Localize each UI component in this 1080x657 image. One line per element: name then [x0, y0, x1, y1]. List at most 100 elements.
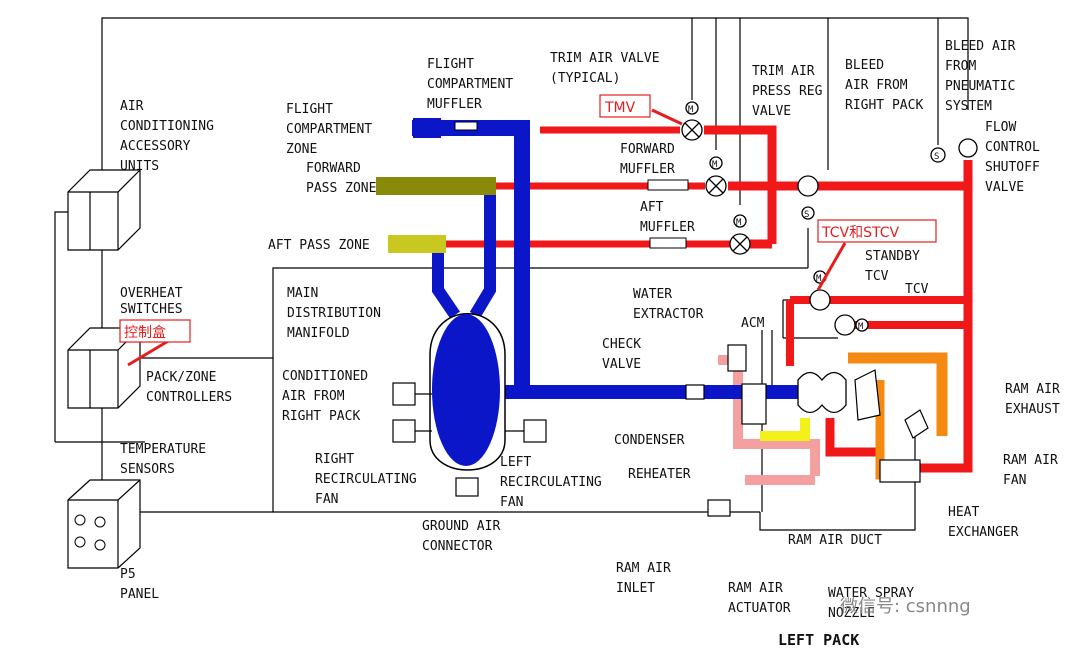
- ram-air-fan-label-line-1: RAM AIR: [1003, 453, 1058, 468]
- bleed-pneumatic-label-line-3: PNEUMATIC: [945, 79, 1015, 94]
- acm-label: ACM: [741, 316, 765, 331]
- ac-accessory-units-label-line-4: UNITS: [120, 159, 159, 174]
- right-recirc-fan-label-line-3: FAN: [315, 492, 338, 507]
- forward-pass-zone-label-line-1: FORWARD: [306, 161, 361, 176]
- main-manifold-label-line-1: MAIN: [287, 286, 318, 301]
- acm-turbine: [797, 371, 847, 414]
- control-box-label: 控制盒: [124, 324, 166, 341]
- ac-accessory-units-label-line-1: AIR: [120, 99, 144, 114]
- svg-text:M: M: [816, 274, 822, 284]
- ground-air-connector-label-line-1: GROUND AIR: [422, 519, 500, 534]
- main-manifold-label-line-2: DISTRIBUTION: [287, 306, 381, 321]
- ram-air-inlet-label-line-2: INLET: [616, 581, 655, 596]
- ram-air-exhaust-label-line-1: RAM AIR: [1005, 382, 1060, 397]
- svg-text:S: S: [804, 210, 809, 220]
- flight-compartment-muffler-label-line-2: COMPARTMENT: [427, 77, 513, 92]
- flow-control-valve-label-line-4: VALVE: [985, 180, 1024, 195]
- flight-compartment-zone-duct: [413, 118, 441, 138]
- ram-air-actuator-label-line-1: RAM AIR: [728, 581, 783, 596]
- forward-muffler-label-line-2: MUFFLER: [620, 162, 675, 177]
- ram-air-duct-label: RAM AIR DUCT: [788, 533, 882, 548]
- temperature-sensors-label-line-2: SENSORS: [120, 462, 175, 477]
- standby-tcv-label-line-2: TCV: [865, 269, 889, 284]
- text-labels: AIR CONDITIONING ACCESSORY UNITS OVERHEATSWI…: [120, 39, 1060, 621]
- forward-pass-zone-label-line-2: PASS ZONE: [306, 181, 376, 196]
- conditioned-air-label-line-1: CONDITIONED: [282, 369, 368, 384]
- trim-air-press-reg-label-line-2: PRESS REG: [752, 84, 823, 99]
- main-manifold-label-line-3: MANIFOLD: [287, 326, 350, 341]
- aft-pass-zone-label: AFT PASS ZONE: [268, 238, 370, 253]
- flight-compartment-muffler-label-line-3: MUFFLER: [427, 97, 482, 112]
- flight-compartment-zone-label-line-3: ZONE: [286, 142, 317, 157]
- conditioned-air-label-line-2: AIR FROM: [282, 389, 345, 404]
- forward-muffler-label-line-1: FORWARD: [620, 142, 675, 157]
- flow-control-valve-label-line-3: SHUTOFF: [985, 160, 1040, 175]
- annotation-boxes: [119, 94, 937, 343]
- left-recirc-fan-label-line-2: RECIRCULATING: [500, 475, 602, 490]
- fans-and-connectors: [392, 344, 929, 517]
- flight-compartment-muffler-label-line-1: FLIGHT: [427, 57, 474, 72]
- ac-accessory-units-label-line-3: ACCESSORY: [120, 139, 191, 154]
- bleed-right-pack-label-line-1: BLEED: [845, 58, 884, 73]
- water-spray-nozzle-label-line-1: WATER SPRAY: [828, 586, 914, 601]
- aft-muffler-label-line-1: AFT: [640, 200, 664, 215]
- flow-control-valve-label-line-1: FLOW: [985, 120, 1016, 135]
- flight-compartment-zone-label-line-2: COMPARTMENT: [286, 122, 372, 137]
- svg-text:M: M: [712, 160, 718, 170]
- pack-zone-controllers-label-line-1: PACK/ZONE: [146, 370, 216, 385]
- left-pack-title: LEFT PACK: [778, 631, 859, 649]
- flow-control-valve-label-line-2: CONTROL: [985, 140, 1040, 155]
- trim-air-valve-label-line-1: TRIM AIR VALVE: [550, 51, 660, 66]
- conditioned-air-label-line-3: RIGHT PACK: [282, 409, 360, 424]
- overheat-switches-label-line-1: OVERHEAT: [120, 286, 183, 301]
- annotation-arrows: [127, 108, 847, 367]
- reheater-label: REHEATER: [628, 467, 691, 482]
- trim-air-valves: [681, 101, 978, 336]
- aft-pass-zone-duct: [388, 235, 446, 253]
- forward-pass-zone-duct: [376, 177, 496, 195]
- trim-air-press-reg-label-line-3: VALVE: [752, 104, 791, 119]
- bleed-pneumatic-label-line-1: BLEED AIR: [945, 39, 1016, 54]
- condenser-label: CONDENSER: [614, 433, 685, 448]
- svg-text:S: S: [934, 152, 939, 162]
- standby-tcv-label-line-1: STANDBY: [865, 249, 920, 264]
- check-valve-label-line-1: CHECK: [602, 337, 641, 352]
- left-units: [67, 169, 141, 569]
- svg-text:M: M: [736, 218, 742, 228]
- right-recirc-fan-label-line-2: RECIRCULATING: [315, 472, 417, 487]
- tcv-stcv-label: TCV和STCV: [821, 225, 899, 241]
- check-valve-label-line-2: VALVE: [602, 357, 641, 372]
- control-wiring: [54, 17, 969, 531]
- bleed-right-pack-label-line-2: AIR FROM: [845, 78, 908, 93]
- temperature-sensors-label-line-1: TEMPERATURE: [120, 442, 206, 457]
- ram-air-inlet-label-line-1: RAM AIR: [616, 561, 671, 576]
- trim-air-press-reg-label-line-1: TRIM AIR: [752, 64, 815, 79]
- bleed-pneumatic-label-line-4: SYSTEM: [945, 99, 992, 114]
- tmv-label: TMV: [604, 100, 636, 116]
- valve-markers: M M M S M M S: [688, 105, 939, 332]
- mufflers: [454, 121, 689, 249]
- ram-air-actuator-label-line-2: ACTUATOR: [728, 601, 791, 616]
- ac-accessory-units-label-line-2: CONDITIONING: [120, 119, 214, 134]
- ram-air-fan-label-line-2: FAN: [1003, 473, 1026, 488]
- aft-muffler-label-line-2: MUFFLER: [640, 220, 695, 235]
- water-spray-nozzle-label-line-2: NOZZLE: [828, 606, 875, 621]
- left-recirc-fan-label-line-3: FAN: [500, 495, 523, 510]
- tcv-label: TCV: [905, 282, 929, 297]
- heat-exchanger-label-line-2: EXCHANGER: [948, 525, 1019, 540]
- p5-panel-label-line-2: PANEL: [120, 587, 159, 602]
- heat-exchanger-label-line-1: HEAT: [948, 505, 979, 520]
- bleed-pneumatic-label-line-2: FROM: [945, 59, 976, 74]
- bleed-right-pack-label-line-3: RIGHT PACK: [845, 98, 923, 113]
- p5-panel-knobs: [74, 514, 106, 551]
- water-extractor-label-line-2: EXTRACTOR: [633, 307, 704, 322]
- ground-air-connector-label-line-2: CONNECTOR: [422, 539, 493, 554]
- flight-compartment-zone-label-line-1: FLIGHT: [286, 102, 333, 117]
- overheat-switches-label-line-2: SWITCHES: [120, 302, 183, 317]
- water-extractor-label-line-1: WATER: [633, 287, 672, 302]
- left-recirc-fan-label-line-1: LEFT: [500, 455, 531, 470]
- watermark: 微信号: csnnng: [840, 596, 971, 617]
- pack-zone-controllers-label-line-2: CONTROLLERS: [146, 390, 232, 405]
- ram-air-exhaust-label-line-2: EXHAUST: [1005, 402, 1060, 417]
